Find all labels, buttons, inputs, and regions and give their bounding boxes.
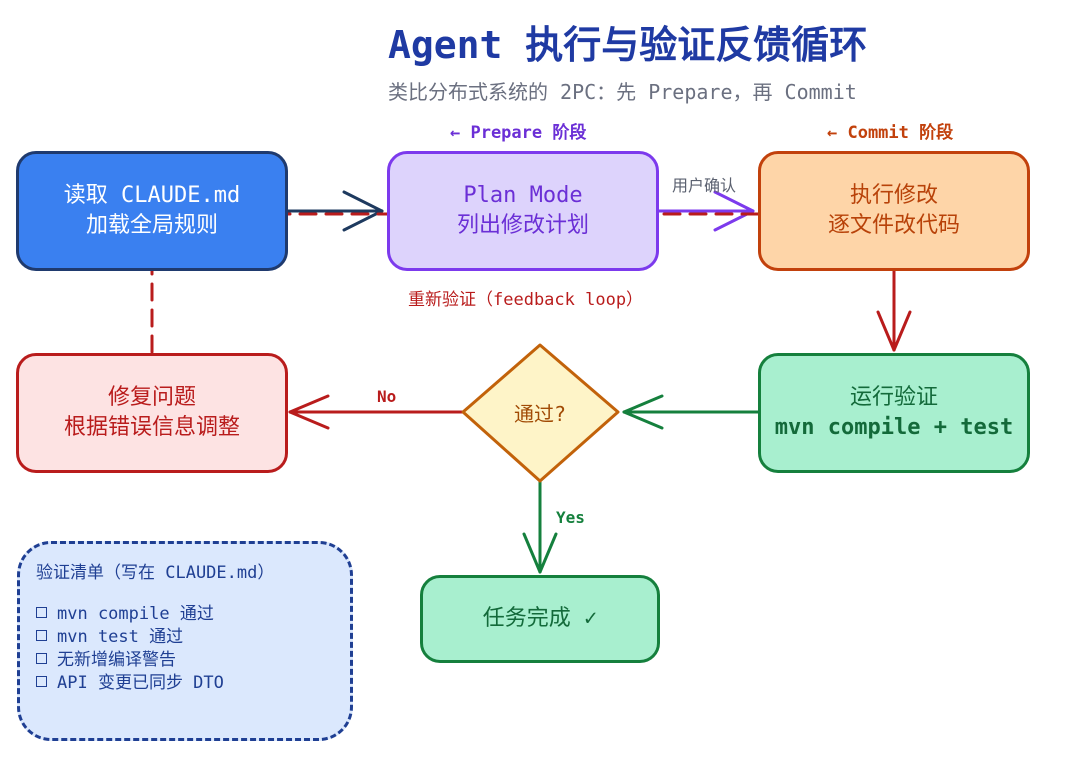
node-verify-line2: mvn compile + test xyxy=(774,415,1014,440)
node-verify-line1: 运行验证 xyxy=(849,385,938,410)
checklist-item-text: 无新增编译警告 xyxy=(57,650,176,670)
commit-phase-label: ← Commit 阶段 xyxy=(827,123,954,143)
checklist-item-text: mvn compile 通过 xyxy=(57,604,214,624)
checkbox-icon xyxy=(36,630,47,641)
checkbox-icon xyxy=(36,607,47,618)
node-run-verify: 运行验证 mvn compile + test xyxy=(758,353,1030,473)
checklist-item: API 变更已同步 DTO xyxy=(36,672,334,695)
checkbox-icon xyxy=(36,676,47,687)
node-read-line1: 读取 CLAUDE.md xyxy=(63,183,241,208)
edge-verify-to-decision xyxy=(622,394,762,430)
edge-label-feedback-loop: 重新验证（feedback loop） xyxy=(408,290,644,310)
page-subtitle: 类比分布式系统的 2PC：先 Prepare，再 Commit xyxy=(388,80,857,104)
checkbox-icon xyxy=(36,653,47,664)
edge-label-no: No xyxy=(377,387,397,406)
edge-decision-to-done xyxy=(522,480,558,574)
node-execute-line2: 逐文件改代码 xyxy=(827,213,960,238)
node-read-claude-md: 读取 CLAUDE.md 加载全局规则 xyxy=(16,151,288,271)
edge-label-user-confirm: 用户确认 xyxy=(672,176,737,195)
node-fix-line2: 根据错误信息调整 xyxy=(63,415,240,440)
node-plan-line1: Plan Mode xyxy=(463,183,583,208)
node-plan-line2: 列出修改计划 xyxy=(456,213,589,238)
prepare-phase-label: ← Prepare 阶段 xyxy=(450,123,587,143)
node-done-label: 任务完成 ✓ xyxy=(482,606,598,631)
node-fix-issue: 修复问题 根据错误信息调整 xyxy=(16,353,288,473)
checklist-item: 无新增编译警告 xyxy=(36,649,334,672)
node-read-line2: 加载全局规则 xyxy=(85,213,218,238)
node-execute: 执行修改 逐文件改代码 xyxy=(758,151,1030,271)
edge-read-to-plan xyxy=(286,190,384,232)
checklist-item-text: API 变更已同步 DTO xyxy=(57,673,224,693)
edge-label-yes: Yes xyxy=(556,508,585,527)
verification-checklist: 验证清单（写在 CLAUDE.md） mvn compile 通过 mvn te… xyxy=(17,541,353,741)
node-plan-mode: Plan Mode 列出修改计划 xyxy=(387,151,659,271)
checklist-item: mvn compile 通过 xyxy=(36,603,334,626)
node-task-done: 任务完成 ✓ xyxy=(420,575,660,663)
edge-plan-to-execute xyxy=(656,190,755,232)
page-title: Agent 执行与验证反馈循环 xyxy=(388,23,868,67)
decision-label: 通过? xyxy=(513,402,567,426)
node-execute-line1: 执行修改 xyxy=(849,183,938,208)
checklist-item: mvn test 通过 xyxy=(36,626,334,649)
node-fix-line1: 修复问题 xyxy=(107,385,196,410)
checklist-title: 验证清单（写在 CLAUDE.md） xyxy=(36,563,275,583)
edge-decision-to-fix xyxy=(288,394,464,430)
checklist-item-text: mvn test 通过 xyxy=(57,627,184,647)
